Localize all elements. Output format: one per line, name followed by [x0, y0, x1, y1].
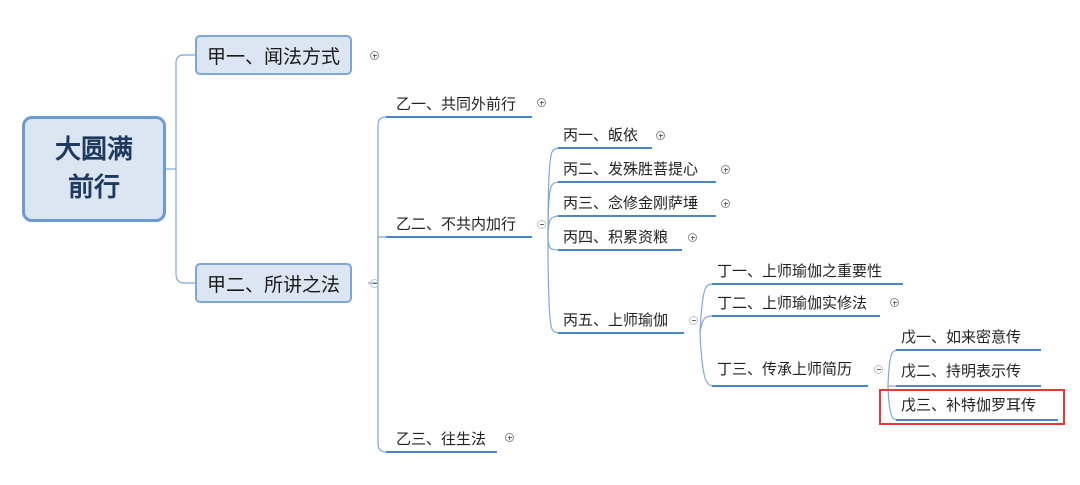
- collapse-minus-icon[interactable]: [874, 365, 883, 374]
- root-title-line1: 大圆满: [54, 135, 133, 165]
- collapse-minus-icon[interactable]: [537, 220, 546, 229]
- topic-bing-one[interactable]: 丙一、皈依: [563, 126, 639, 144]
- topic-ding-one[interactable]: 丁一、上师瑜伽之重要性: [717, 262, 883, 280]
- root-title-line2: 前行: [67, 173, 120, 203]
- topic-ding-two[interactable]: 丁二、上师瑜伽实修法: [717, 294, 868, 312]
- selection-highlight-box: [879, 389, 1065, 425]
- expand-plus-icon[interactable]: [370, 51, 379, 60]
- expand-plus-icon[interactable]: [656, 131, 665, 140]
- root-topic[interactable]: 大圆满 前行: [22, 116, 166, 222]
- topic-ding-three[interactable]: 丁三、传承上师简历: [717, 360, 853, 378]
- topic-wu-three[interactable]: 戊三、补特伽罗耳传: [901, 396, 1037, 414]
- topic-bing-three[interactable]: 丙三、念修金刚萨埵: [563, 194, 699, 212]
- expand-plus-icon[interactable]: [537, 98, 546, 107]
- topic-yi-three[interactable]: 乙三、往生法: [396, 430, 487, 448]
- topic-jia-two[interactable]: 甲二、所讲之法: [195, 263, 353, 303]
- topic-yi-one[interactable]: 乙一、共同外前行: [396, 95, 517, 113]
- topic-yi-two[interactable]: 乙二、不共内加行: [396, 215, 517, 233]
- topic-bing-four[interactable]: 丙四、积累资粮: [563, 228, 669, 246]
- topic-wu-one[interactable]: 戊一、如来密意传: [901, 328, 1022, 346]
- topic-wu-two[interactable]: 戊二、持明表示传: [901, 362, 1022, 380]
- expand-plus-icon[interactable]: [721, 165, 730, 174]
- expand-plus-icon[interactable]: [890, 298, 899, 307]
- collapse-minus-icon[interactable]: [370, 279, 379, 288]
- expand-plus-icon[interactable]: [505, 433, 514, 442]
- collapse-minus-icon[interactable]: [689, 316, 698, 325]
- expand-plus-icon[interactable]: [721, 199, 730, 208]
- topic-jia-one[interactable]: 甲一、闻法方式: [195, 35, 353, 75]
- topic-bing-five[interactable]: 丙五、上师瑜伽: [563, 311, 669, 329]
- topic-bing-two[interactable]: 丙二、发殊胜菩提心: [563, 160, 699, 178]
- expand-plus-icon[interactable]: [688, 233, 697, 242]
